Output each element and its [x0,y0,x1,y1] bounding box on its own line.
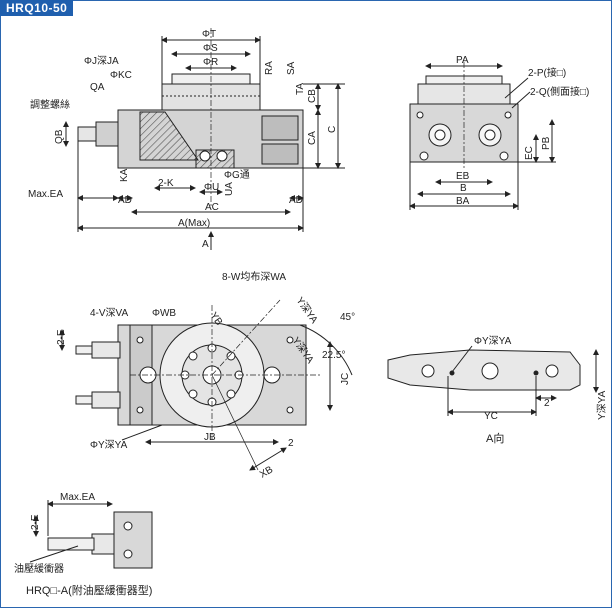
label-damper: 油壓緩衝器 [14,562,64,575]
label-ec: EC [524,146,535,160]
label-phi-u: ΦU [204,182,219,193]
view-a-caption: A向 [486,431,504,445]
label-qa: QA [90,82,105,93]
top-view [59,299,353,471]
damper-view [29,500,153,569]
damper-view-labels: Max.EA 2-E 油壓緩衝器 HRQ□-A(附油壓緩衝器型) [14,492,152,597]
top-view-labels: 8-W均布深WA 4-V深VA ΦWB 2-E YB Y深YA 45° 22.5… [56,271,355,481]
label-phi-s: ΦS [203,43,218,54]
label-view-a-two: 2 [544,398,550,409]
label-ka: KA [119,168,130,182]
label-two-p: 2-P(接□) [528,66,566,79]
label-yc: YC [484,411,498,422]
label-dim-225: 22.5° [322,350,345,361]
label-two-q: 2-Q(側面接□) [530,85,589,98]
label-phi-t: ΦT [202,29,216,40]
label-a-max: A(Max) [178,218,210,229]
label-max-ea: Max.EA [28,189,63,200]
label-ca: CA [307,131,318,145]
label-ad-right: AD [289,195,303,206]
damper-rod [47,537,95,551]
front-view-labels: ΦT ΦS ΦR ΦJ深JA ΦKC QA RA SA TA CB CA C 調… [28,29,338,250]
damper-body [113,511,153,569]
label-phi-j-depth: ΦJ深JA [84,55,119,67]
view-a-labels: ΦY深YA YC 2 Y深YA A向 [474,335,608,445]
label-adjust-screw: 調整螺絲 [30,98,70,111]
label-qb: QB [54,129,65,144]
label-damper-two-e: 2-E [30,514,41,530]
label-jb: JB [204,432,216,443]
label-phi-g: ΦG通 [224,169,250,181]
label-pb: PB [541,136,552,150]
label-damper-max-ea: Max.EA [60,492,95,503]
label-sa: SA [286,61,297,75]
label-jc: JC [340,373,351,385]
label-pa: PA [456,55,469,66]
label-two-e: 2-E [56,329,67,345]
label-angle-45: 45° [340,312,355,323]
label-ba: BA [456,196,470,207]
label-ua: UA [224,182,235,196]
side-view-labels: PA 2-P(接□) 2-Q(側面接□) EC PB EB B BA [456,55,589,207]
label-eb: EB [456,171,470,182]
label-phi-r: ΦR [203,57,218,68]
label-eight-w: 8-W均布深WA [222,271,286,283]
label-phi-kc: ΦKC [110,70,132,81]
side-view [409,62,556,210]
label-cb: CB [307,89,318,103]
label-ad-left: AD [118,195,132,206]
label-y-depth-ya: Y深YA [294,295,321,326]
label-ac: AC [205,202,219,213]
label-arrow-a: A [202,239,209,250]
label-xb: XB [258,464,275,480]
label-phi-y-depth: ΦY深YA [90,439,128,451]
model-tag: HRQ10-50 [0,0,74,16]
damper-cylinder [91,533,115,555]
label-four-v: 4-V深VA [90,307,128,319]
label-ra: RA [264,61,275,75]
label-b: B [460,183,467,194]
label-view-a-y-depth: Y深YA [596,390,608,420]
label-phi-wb: ΦWB [152,308,176,319]
label-two-k: 2-K [158,178,174,189]
front-view [63,28,345,250]
label-c: C [327,126,338,133]
label-ta: TA [295,83,306,95]
damper-caption: HRQ□-A(附油壓緩衝器型) [26,583,152,597]
label-two: 2 [288,438,294,449]
label-view-a-phi-y: ΦY深YA [474,335,512,347]
view-a [387,345,599,416]
